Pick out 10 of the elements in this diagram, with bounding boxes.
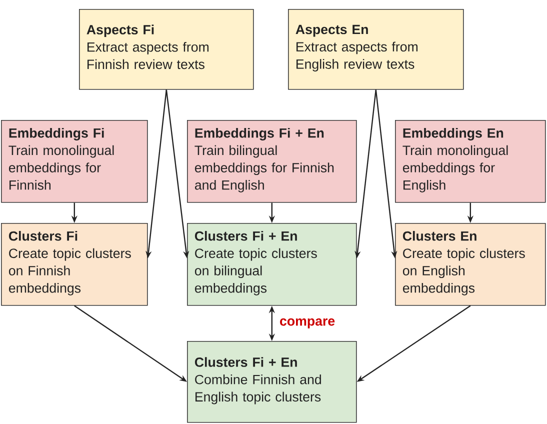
process-box: Aspects Fi Extract aspects from Finnish review texts (79, 9, 254, 90)
process-box: Embeddings Fi Train monolingual embeddings for Finnish (1, 120, 148, 203)
process-box: Clusters Fi Create topic clusters on Finnish embeddings (1, 223, 148, 306)
process-box: Clusters Fi + En Combine Finnish and English topic clusters (187, 341, 357, 423)
edge-label: compare (278, 316, 338, 330)
process-box: Aspects En Extract aspects from English review texts (288, 9, 464, 90)
process-box: Clusters Fi + En Create topic clusters on bilingual embeddings (187, 223, 357, 306)
process-box: Clusters En Create topic clusters on English embeddings (395, 223, 546, 306)
process-box: Embeddings En Train monolingual embeddings for English (395, 120, 546, 203)
process-box: Embeddings Fi + En Train bilingual embeddings for Finnish and English (187, 120, 357, 203)
